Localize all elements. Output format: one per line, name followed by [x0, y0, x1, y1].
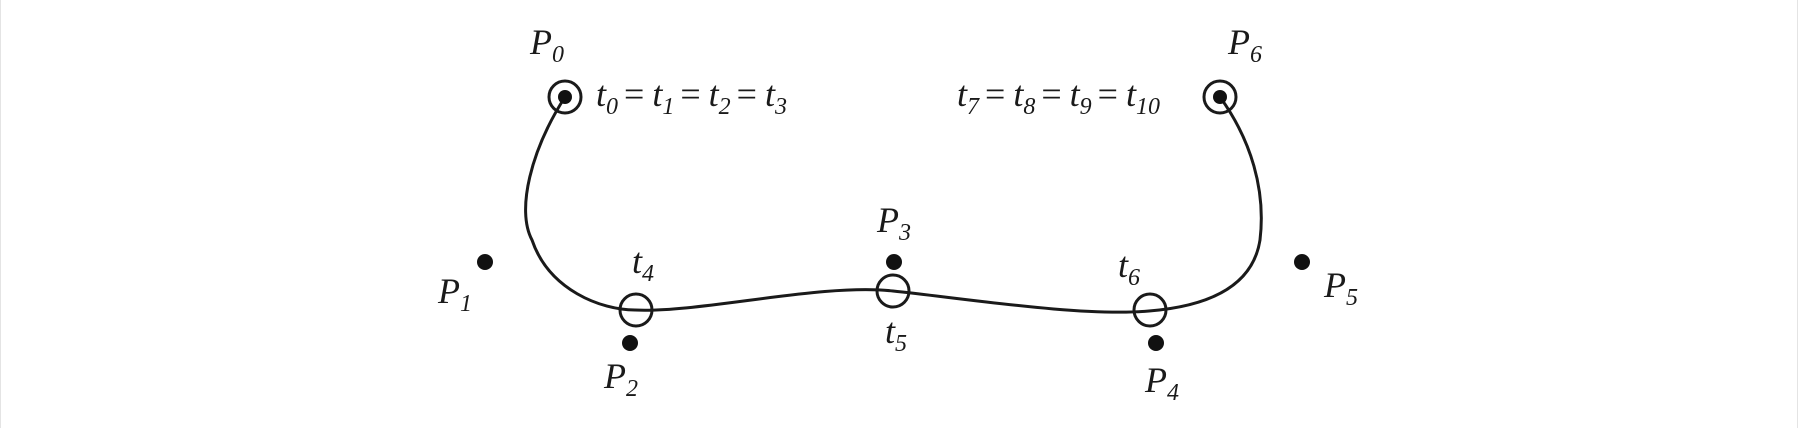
control-point-p4: [1148, 335, 1164, 351]
knot-marker-t5: [875, 273, 911, 309]
label-p1: P1: [437, 271, 472, 317]
knot-label-end: t7=t8=t9=t10: [957, 74, 1160, 120]
control-point-p2: [622, 335, 638, 351]
knot-marker-end: [1202, 79, 1238, 115]
label-p3: P3: [876, 200, 911, 246]
knot-marker-t4: [618, 292, 654, 328]
label-p5: P5: [1323, 265, 1358, 311]
knot-label-t6: t6: [1118, 245, 1140, 291]
knot-marker-start: [547, 79, 583, 115]
control-point-p1: [477, 254, 493, 270]
knot-label-t4: t4: [632, 241, 654, 287]
knot-marker-t6: [1132, 292, 1168, 328]
label-p0: P0: [529, 22, 564, 68]
control-point-p6: [1213, 90, 1227, 104]
control-point-p5: [1294, 254, 1310, 270]
label-p4: P4: [1144, 360, 1179, 406]
label-p2: P2: [603, 356, 638, 402]
knot-label-start: t0=t1=t2=t3: [596, 74, 787, 120]
spline-curve: [524, 96, 1263, 314]
control-point-p3: [886, 254, 902, 270]
label-p6: P6: [1227, 22, 1262, 68]
control-point-p0: [558, 90, 572, 104]
knot-label-t5: t5: [885, 311, 907, 357]
